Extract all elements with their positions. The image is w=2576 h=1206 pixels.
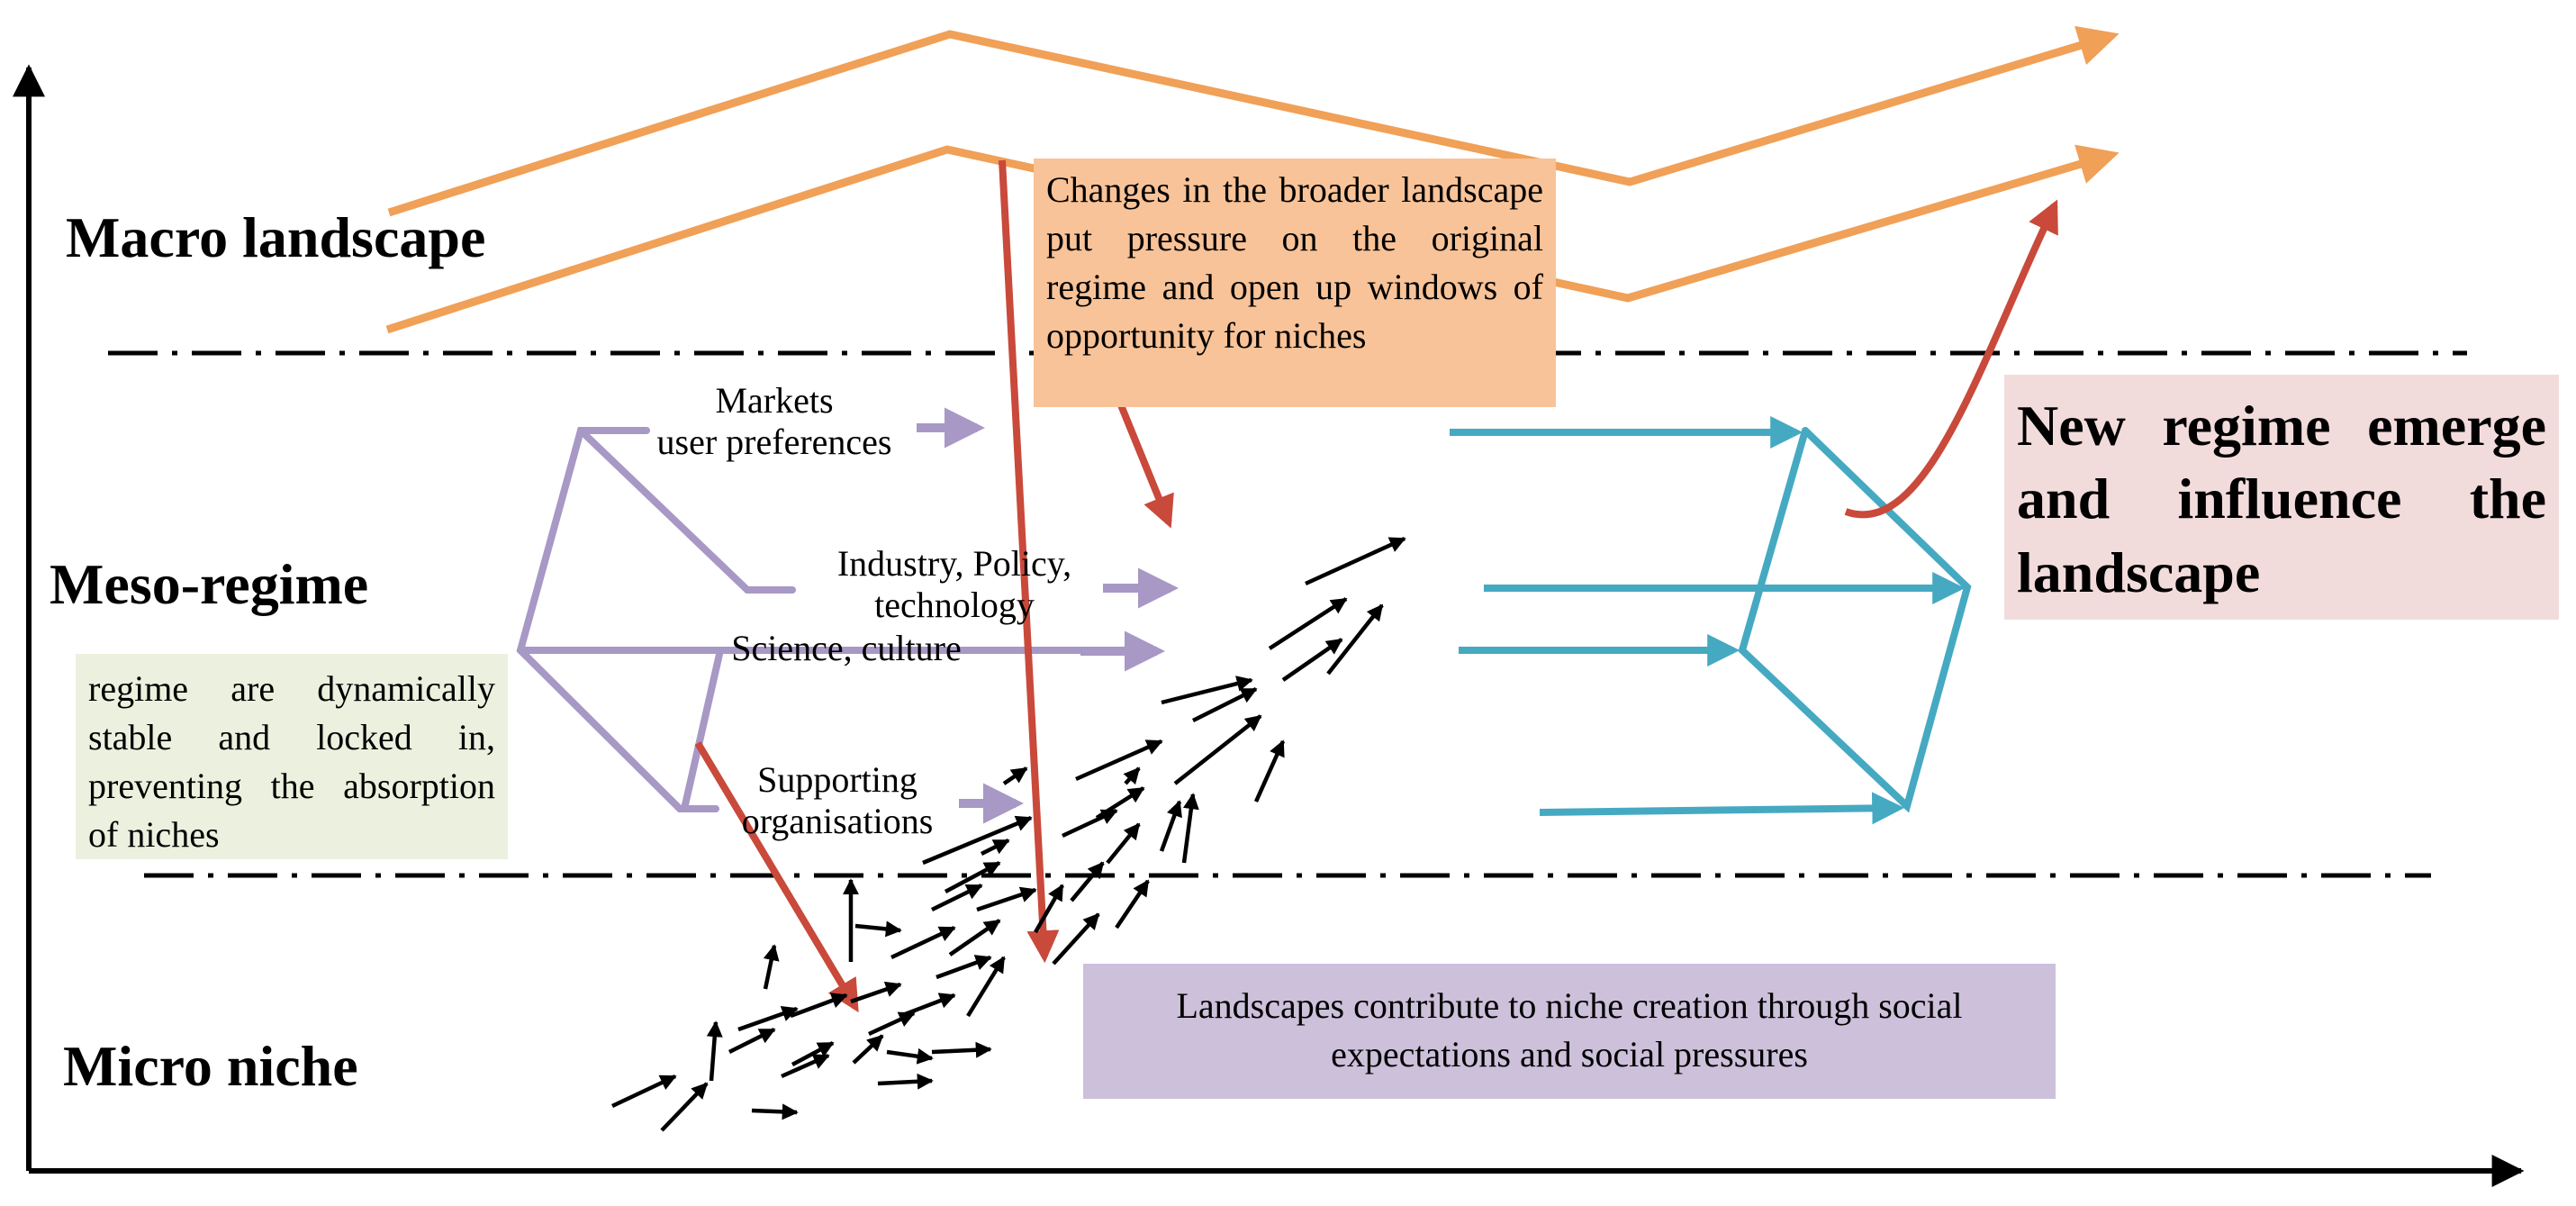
niche-arrow xyxy=(931,883,983,912)
niche-arrow xyxy=(706,1020,723,1082)
niche-arrow xyxy=(1002,766,1028,785)
landscape-trend-upper xyxy=(387,25,2120,217)
niche-arrow xyxy=(737,1005,799,1032)
niche-arrow xyxy=(1075,739,1163,782)
niche-arrow xyxy=(854,920,902,938)
niche-arrow xyxy=(763,944,780,990)
new-regime-to-landscape-arrow xyxy=(1844,199,2058,519)
niche-arrow xyxy=(611,1074,677,1109)
niche-creation-note: Landscapes contribute to niche creation … xyxy=(1083,964,2056,1099)
niche-arrow xyxy=(790,993,848,1019)
niche-arrow xyxy=(751,1103,799,1120)
niche-arrow xyxy=(1123,766,1141,785)
niche-arrow xyxy=(1161,676,1253,705)
niche-arrow xyxy=(1159,800,1182,852)
niche-arrow xyxy=(728,1027,776,1055)
niche-arrow xyxy=(852,1034,884,1065)
niche-arrow xyxy=(850,981,902,1004)
pressure-arrow-regime-to-niche xyxy=(694,740,859,1013)
science-culture-label: Science, culture xyxy=(731,628,962,668)
niche-arrow xyxy=(1062,808,1118,839)
niche-arrow xyxy=(886,1047,934,1065)
niche-arrow xyxy=(1281,638,1343,682)
niche-arrow xyxy=(660,1082,709,1132)
niche-arrow xyxy=(1268,597,1348,650)
niche-arrow xyxy=(890,925,956,960)
niche-arrow xyxy=(935,955,992,980)
pressure-arrow-to-regime xyxy=(1116,399,1174,529)
niche-arrow xyxy=(899,993,956,1019)
micro-niche-label: Micro niche xyxy=(63,1034,358,1098)
macro-landscape-label: Macro landscape xyxy=(66,205,486,269)
new-regime-note: New regime emerge and influence the land… xyxy=(2004,375,2559,620)
niche-arrow xyxy=(1326,603,1384,676)
regime-structure xyxy=(516,427,1138,812)
niche-arrow xyxy=(868,1011,916,1037)
meso-regime-label: Meso-regime xyxy=(50,552,369,616)
pressure-arrows xyxy=(694,159,2058,1013)
niche-arrow xyxy=(931,1041,992,1058)
niche-arrow xyxy=(980,838,1010,857)
new-regime-arrow-4 xyxy=(1539,792,1905,825)
pressure-arrow-to-niche xyxy=(999,159,1060,964)
niche-arrow xyxy=(1115,879,1150,929)
niche-arrow xyxy=(1253,739,1286,802)
niche-arrow xyxy=(922,815,1033,866)
markets-label: Markets user preferences xyxy=(656,380,892,462)
niche-arrow xyxy=(944,861,1001,893)
supporting-organisations-label: Supporting organisations xyxy=(741,759,934,841)
niche-arrow xyxy=(1052,912,1100,966)
landscape-pressure-note: Changes in the broader landscape put pre… xyxy=(1034,159,1556,407)
niche-arrow xyxy=(1173,714,1262,785)
niche-arrow xyxy=(781,1053,830,1079)
niche-arrow-swarm xyxy=(611,536,1406,1132)
niche-arrow xyxy=(1034,884,1064,934)
regime-locked-note: regime are dynamically stable and locked… xyxy=(76,654,508,859)
niche-arrow xyxy=(791,1041,835,1066)
niche-arrow xyxy=(1181,793,1199,864)
niche-arrow xyxy=(1095,786,1145,820)
new-regime-structure xyxy=(1738,427,1972,813)
niche-arrow xyxy=(966,956,1006,1018)
niche-arrow xyxy=(877,1073,934,1090)
industry-policy-technology-label: Industry, Policy, technology xyxy=(836,543,1072,625)
niche-arrow xyxy=(1305,536,1406,586)
niche-arrow xyxy=(1191,686,1258,723)
regime-arrows xyxy=(917,407,1179,824)
niche-arrow xyxy=(976,886,1037,912)
new-regime-arrows xyxy=(1450,416,1966,825)
niche-arrow xyxy=(948,919,1001,957)
niche-arrow xyxy=(1070,861,1105,902)
niche-arrow xyxy=(1106,822,1141,865)
